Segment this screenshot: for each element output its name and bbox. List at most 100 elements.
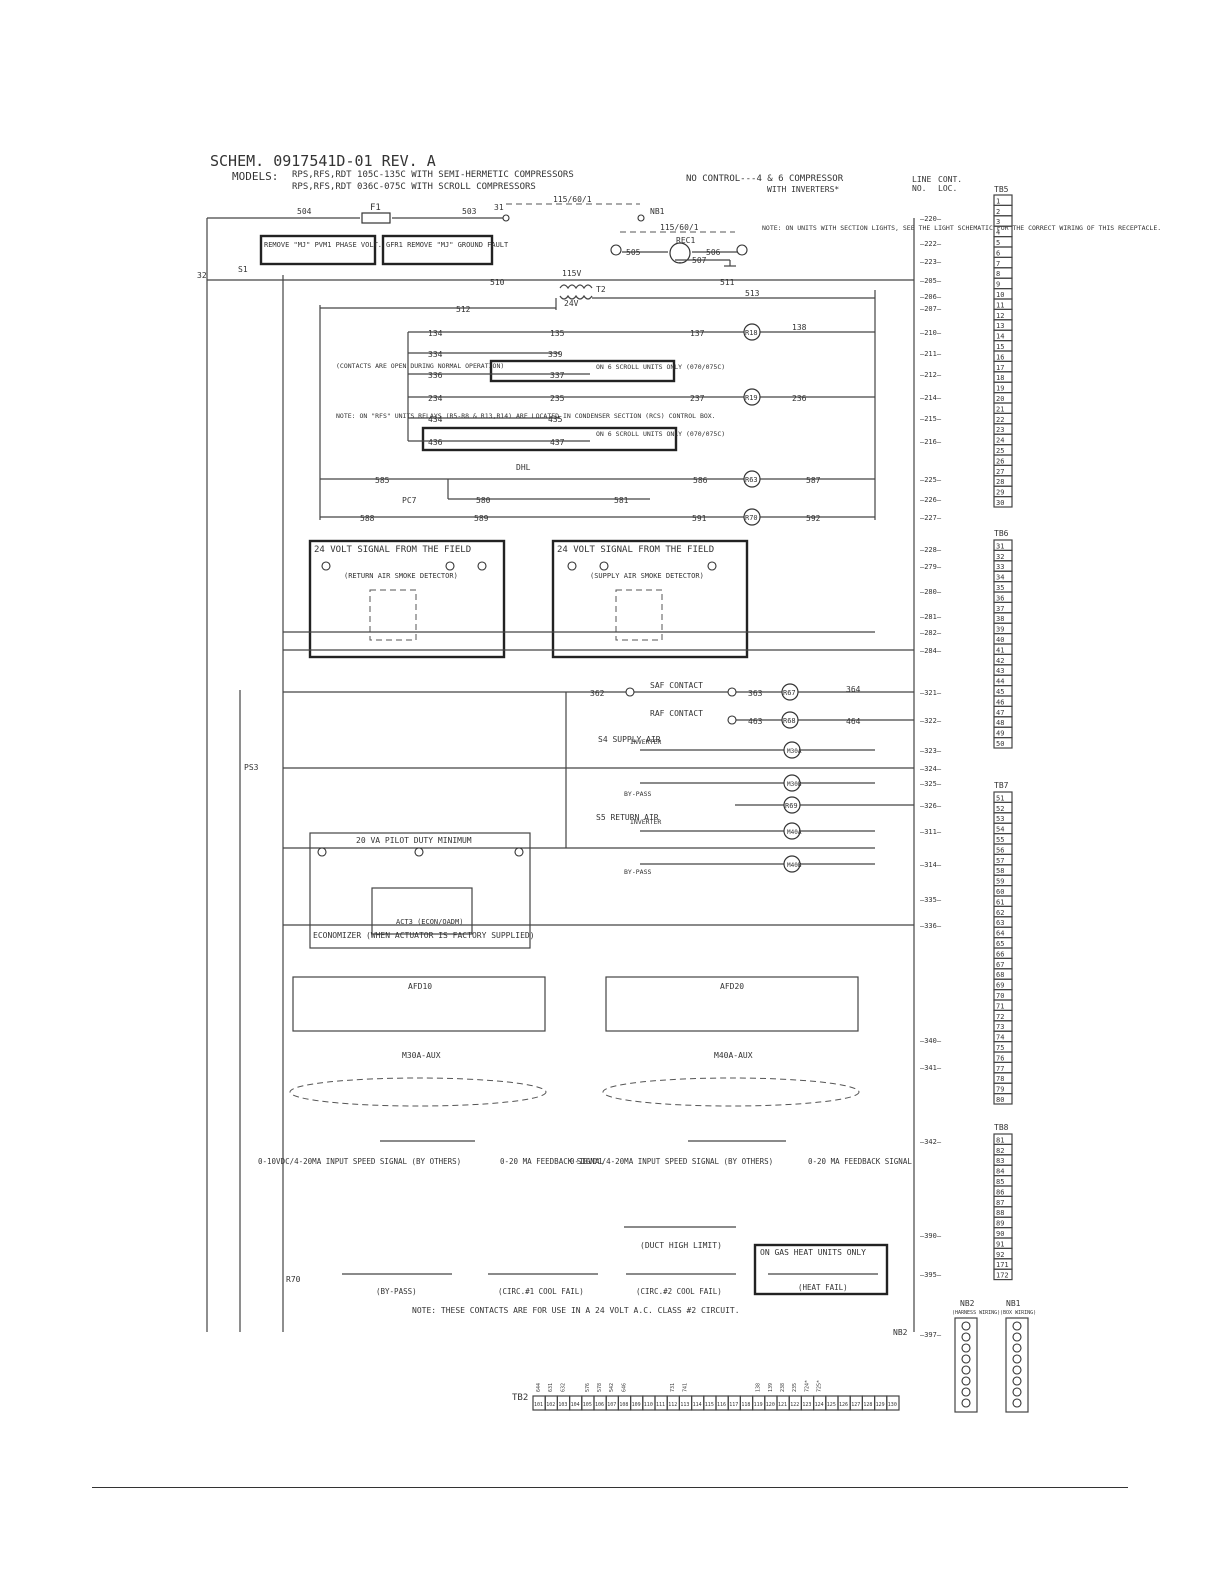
tb2-wire: 576 <box>585 1383 591 1392</box>
line-number: —280— <box>920 588 942 596</box>
tb5-label: 21 <box>996 405 1004 413</box>
transformer-label: T2 <box>596 285 606 294</box>
nb2-title: NB2 <box>960 1299 975 1308</box>
wire-336: 336 <box>428 371 443 380</box>
footer-rule <box>92 1487 1128 1488</box>
s4-label: S4 SUPPLY AIR <box>598 735 661 744</box>
gfr-box-label: GFR1 REMOVE "MJ" GROUND FAULT <box>386 241 509 249</box>
tb5-label: 26 <box>996 457 1004 465</box>
switch-s1-label: S1 <box>238 265 248 274</box>
line-number: —326— <box>920 802 942 810</box>
node-31: 31 <box>494 203 504 212</box>
wire-511: 511 <box>720 278 735 287</box>
tb5-label: 19 <box>996 385 1004 393</box>
signal-box-right: 24 VOLT SIGNAL FROM THE FIELD <box>557 545 714 555</box>
line-number: —284— <box>920 647 942 655</box>
tb2-label: 116 <box>717 1402 726 1408</box>
nb2-bottom: NB2 <box>893 1328 908 1337</box>
tb2-label: 117 <box>729 1402 738 1408</box>
tb6-label: 47 <box>996 709 1004 717</box>
circ1-cool-label: (CIRC.#1 COOL FAIL) <box>498 1287 584 1296</box>
tb2-label: 113 <box>680 1402 689 1408</box>
tb6-label: 31 <box>996 542 1004 550</box>
bypass-label-2: BY-PASS <box>624 868 651 876</box>
tb2-label: 121 <box>778 1402 787 1408</box>
tb8-label: 171 <box>996 1261 1009 1269</box>
tb2-label: 103 <box>558 1402 567 1408</box>
tb8-label: 83 <box>996 1157 1004 1165</box>
tb7-label: 80 <box>996 1096 1004 1104</box>
tb7-label: 69 <box>996 982 1004 990</box>
line-number: —397— <box>920 1331 942 1339</box>
coil-r69: R69 <box>785 802 798 810</box>
bypass-r69-label: (BY-PASS) <box>376 1287 417 1296</box>
wire-589: 589 <box>474 514 489 523</box>
line-number-column: —220——222——223——205——206——207——210——211—… <box>920 215 942 1339</box>
wire-503: 504 <box>297 207 312 216</box>
tb2-label: 115 <box>705 1402 714 1408</box>
tb8-label: 81 <box>996 1136 1004 1144</box>
tb7-label: 70 <box>996 992 1004 1000</box>
tb8-label: 87 <box>996 1199 1004 1207</box>
wire-234: 234 <box>428 394 443 403</box>
tb2-label: 122 <box>790 1402 799 1408</box>
tb5-label: 18 <box>996 374 1004 382</box>
tb7-label: 63 <box>996 919 1004 927</box>
tb7-label: 58 <box>996 867 1004 875</box>
tb5-label: 2 <box>996 208 1000 216</box>
wire-591: 591 <box>692 514 707 523</box>
nb2-terminal <box>961 1343 971 1353</box>
tb7-label: 75 <box>996 1044 1004 1052</box>
wire-337: 337 <box>550 371 565 380</box>
tb8-label: 91 <box>996 1240 1004 1248</box>
line-number: —336— <box>920 922 942 930</box>
economizer-label: ECONOMIZER (WHEN ACTUATOR IS FACTORY SUP… <box>313 931 535 940</box>
tb5-label: 22 <box>996 416 1004 424</box>
tb5-label: 6 <box>996 249 1000 257</box>
tb5-label: 25 <box>996 447 1004 455</box>
nb1-terminal <box>1012 1365 1022 1375</box>
tb7-label: 74 <box>996 1034 1004 1042</box>
wire-339: 339 <box>548 350 563 359</box>
wire-581: 581 <box>614 496 629 505</box>
nb2-terminal <box>961 1376 971 1386</box>
cont-loc-header: CONT. LOC. <box>938 175 963 193</box>
tb8-label: 84 <box>996 1168 1004 1176</box>
tb6-label: 34 <box>996 574 1004 582</box>
tb2-label: 125 <box>827 1402 836 1408</box>
coil-r18: R18 <box>745 329 758 337</box>
tb2-wire: 138 <box>756 1383 762 1392</box>
tb6-label: 32 <box>996 553 1004 561</box>
tb6-label: 36 <box>996 594 1004 602</box>
tb5-label: 15 <box>996 343 1004 351</box>
nb2-terminal <box>961 1387 971 1397</box>
return-smoke-label: (RETURN AIR SMOKE DETECTOR) <box>344 572 458 580</box>
line-number: —321— <box>920 689 942 697</box>
tb6-label: 38 <box>996 615 1004 623</box>
tb2-label: 118 <box>741 1402 750 1408</box>
tb7-label: 65 <box>996 940 1004 948</box>
with-inverters-note: WITH INVERTERS* <box>767 185 840 194</box>
nb1-terminal <box>1012 1376 1022 1386</box>
tb8-label: 90 <box>996 1230 1004 1238</box>
models-line-1: RPS,RFS,RDT 105C-135C WITH SEMI-HERMETIC… <box>292 170 574 180</box>
wire-435: 435 <box>548 415 563 424</box>
tb8-title: TB8 <box>994 1123 1009 1132</box>
tb5-label: 7 <box>996 260 1000 268</box>
tb7-label: 67 <box>996 961 1004 969</box>
tb7-label: 78 <box>996 1075 1004 1083</box>
transformer-secondary: 24V <box>564 299 579 308</box>
tb5-label: 4 <box>996 229 1000 237</box>
ps3-label: PS3 <box>244 763 259 772</box>
circ2-cool-label: (CIRC.#2 COOL FAIL) <box>636 1287 722 1296</box>
tb5-label: 13 <box>996 322 1004 330</box>
wire-586: 586 <box>693 476 708 485</box>
line-number: —223— <box>920 258 942 266</box>
tb5-label: 5 <box>996 239 1000 247</box>
tb2-wire: 725* <box>817 1380 823 1392</box>
tb2-label: 130 <box>888 1402 897 1408</box>
line-number: —324— <box>920 765 942 773</box>
pilot-duty-label: 20 VA PILOT DUTY MINIMUM <box>356 836 472 845</box>
line-number: —210— <box>920 329 942 337</box>
